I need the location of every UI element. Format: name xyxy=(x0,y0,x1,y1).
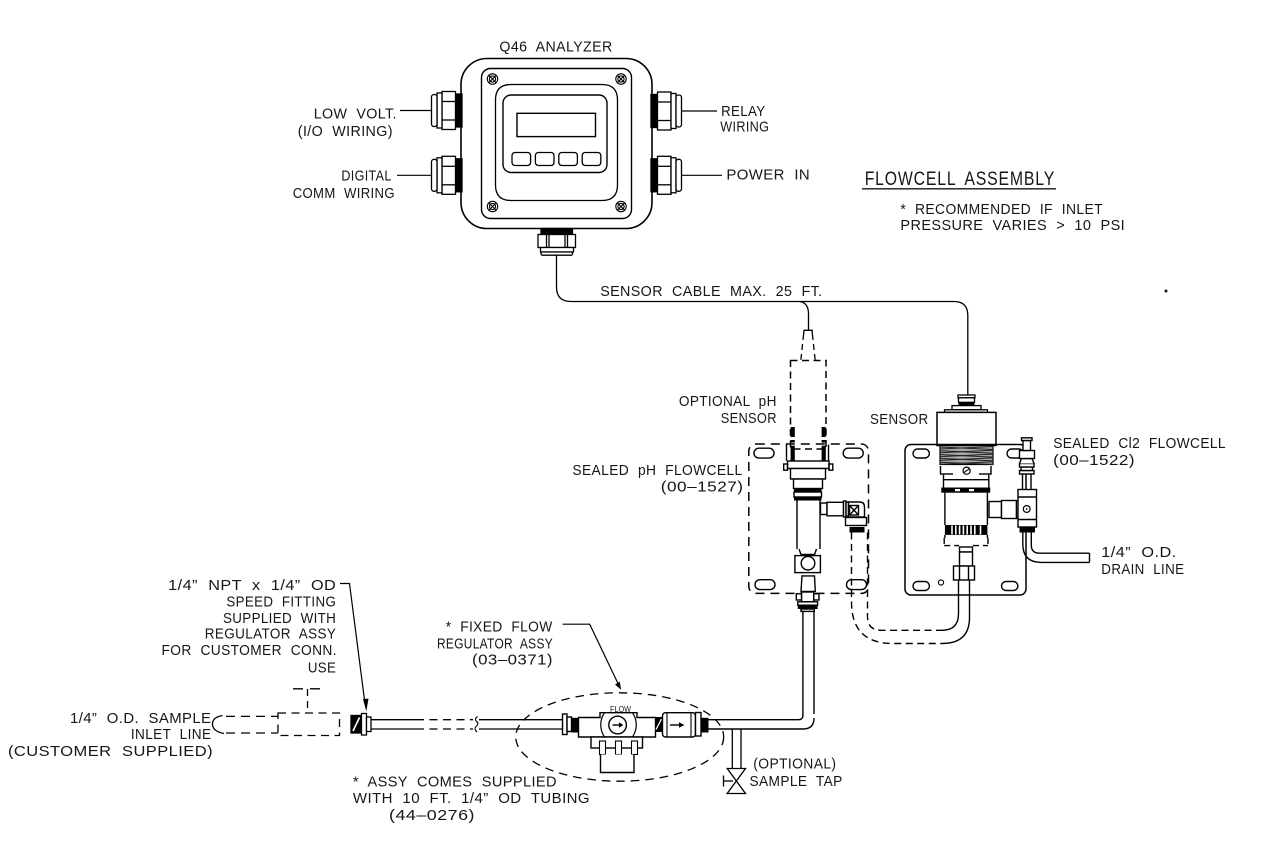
svg-text:SPEED FITTING: SPEED FITTING xyxy=(226,594,336,611)
svg-text:SEALED Cl2 FLOWCELL: SEALED Cl2 FLOWCELL xyxy=(1053,435,1226,452)
svg-text:FLOW: FLOW xyxy=(610,704,631,714)
svg-text:SEALED pH FLOWCELL: SEALED pH FLOWCELL xyxy=(572,462,742,479)
svg-text:PRESSURE VARIES > 10 PSI: PRESSURE VARIES > 10 PSI xyxy=(900,217,1125,234)
svg-text:WIRING: WIRING xyxy=(720,119,769,136)
svg-text:DIGITAL: DIGITAL xyxy=(341,168,391,185)
svg-text:(00–1527): (00–1527) xyxy=(661,479,744,496)
svg-text:(44–0276): (44–0276) xyxy=(389,807,475,824)
svg-text:OPTIONAL pH: OPTIONAL pH xyxy=(679,393,777,410)
svg-text:(CUSTOMER SUPPLIED): (CUSTOMER SUPPLIED) xyxy=(8,743,213,760)
svg-text:SUPPLIED WITH: SUPPLIED WITH xyxy=(223,610,336,627)
svg-text:SENSOR: SENSOR xyxy=(721,410,777,427)
svg-text:FOR CUSTOMER CONN.: FOR CUSTOMER CONN. xyxy=(162,642,337,659)
svg-text:USE: USE xyxy=(308,660,336,677)
svg-text:POWER IN: POWER IN xyxy=(726,167,810,184)
svg-text:* RECOMMENDED IF INLET: * RECOMMENDED IF INLET xyxy=(900,201,1103,218)
svg-text:FLOWCELL ASSEMBLY: FLOWCELL ASSEMBLY xyxy=(865,169,1055,190)
svg-text:SAMPLE TAP: SAMPLE TAP xyxy=(750,773,843,790)
svg-text:1/4” O.D.: 1/4” O.D. xyxy=(1101,544,1176,561)
svg-text:SENSOR: SENSOR xyxy=(870,411,929,428)
svg-text:REGULATOR ASSY: REGULATOR ASSY xyxy=(205,626,336,643)
svg-text:LOW VOLT.: LOW VOLT. xyxy=(314,106,397,123)
svg-text:SENSOR CABLE MAX. 25 FT.: SENSOR CABLE MAX. 25 FT. xyxy=(600,283,822,300)
svg-text:(03–0371): (03–0371) xyxy=(472,651,553,668)
svg-text:DRAIN LINE: DRAIN LINE xyxy=(1101,561,1184,578)
svg-text:1/4” NPT x 1/4” OD: 1/4” NPT x 1/4” OD xyxy=(168,577,336,594)
svg-text:(I/O WIRING): (I/O WIRING) xyxy=(298,123,393,140)
svg-text:* FIXED FLOW: * FIXED FLOW xyxy=(446,619,553,636)
svg-text:1/4” O.D. SAMPLE: 1/4” O.D. SAMPLE xyxy=(70,710,211,727)
svg-text:(00–1522): (00–1522) xyxy=(1053,452,1135,469)
svg-text:Q46 ANALYZER: Q46 ANALYZER xyxy=(499,39,612,56)
svg-text:REGULATOR ASSY: REGULATOR ASSY xyxy=(437,636,553,653)
svg-text:RELAY: RELAY xyxy=(721,103,765,120)
svg-text:(OPTIONAL): (OPTIONAL) xyxy=(753,756,836,773)
svg-text:COMM WIRING: COMM WIRING xyxy=(293,185,395,202)
svg-text:* ASSY COMES SUPPLIED: * ASSY COMES SUPPLIED xyxy=(353,773,557,790)
svg-text:INLET LINE: INLET LINE xyxy=(131,726,212,743)
svg-text:WITH 10 FT. 1/4” OD TUBING: WITH 10 FT. 1/4” OD TUBING xyxy=(353,790,590,807)
